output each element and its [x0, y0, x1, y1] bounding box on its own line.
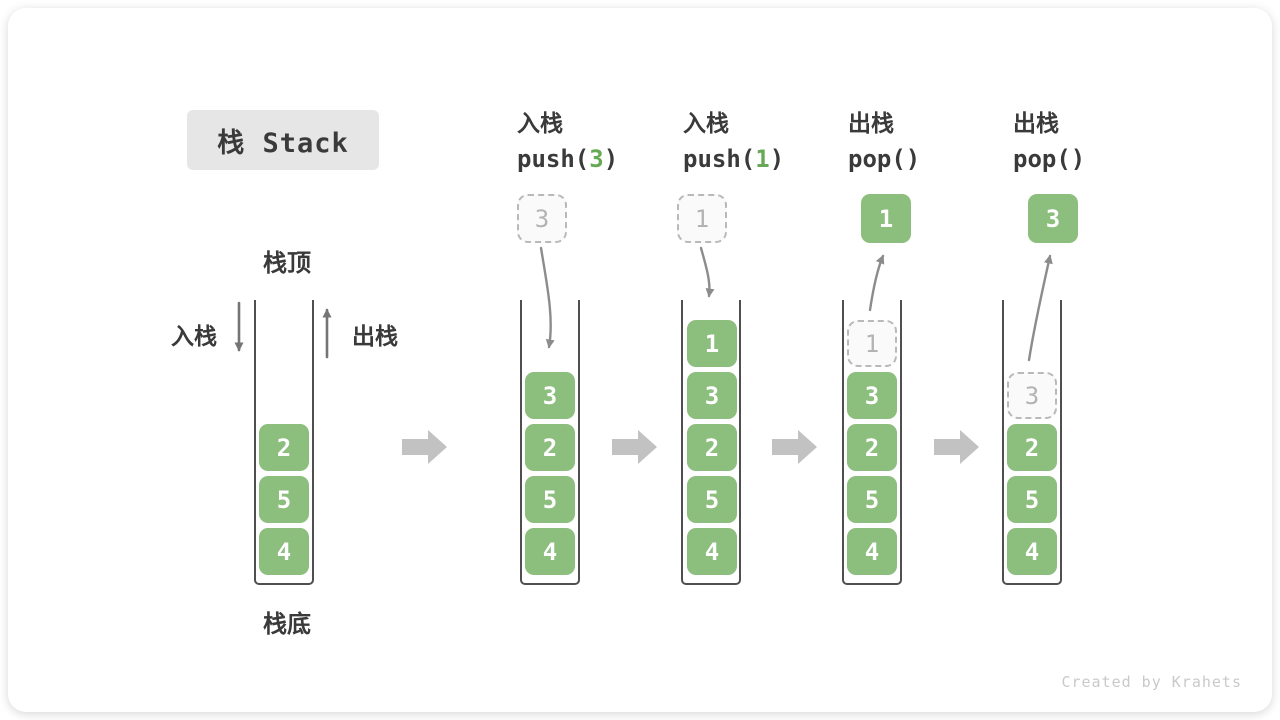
stack-cell: 3 — [525, 372, 575, 419]
floating-cell-push: 1 — [677, 194, 727, 243]
cell-value: 4 — [864, 537, 880, 566]
cell-value: 4 — [276, 537, 292, 566]
cell-value: 5 — [276, 485, 292, 514]
op-code: push(1) — [683, 145, 784, 173]
cell-value: 3 — [704, 381, 720, 410]
stack-outline-4 — [842, 300, 902, 585]
op-header-pop-1: 出栈 pop() — [848, 104, 920, 173]
stack-cell: 5 — [1007, 476, 1057, 523]
code-pre: pop() — [1013, 145, 1086, 173]
op-code: push(3) — [517, 145, 618, 173]
cell-value: 1 — [864, 329, 880, 358]
stack-outline-5 — [1002, 300, 1062, 585]
op-header-push-3: 入栈 push(3) — [517, 104, 618, 173]
cell-value: 1 — [694, 204, 710, 233]
stack-outline-2 — [520, 300, 580, 585]
stack-outline-3 — [681, 300, 741, 585]
code-post: ) — [769, 145, 785, 173]
stack-cell: 4 — [687, 528, 737, 575]
cell-value: 2 — [1024, 433, 1040, 462]
push-label: 入栈 — [171, 323, 217, 349]
cell-value: 3 — [542, 381, 558, 410]
cell-value: 5 — [542, 485, 558, 514]
cell-value: 5 — [1024, 485, 1040, 514]
cell-value: 3 — [864, 381, 880, 410]
stack-cell: 3 — [847, 372, 897, 419]
floating-cell-push: 3 — [517, 194, 567, 243]
stack-cell: 5 — [259, 476, 309, 523]
code-arg: 1 — [755, 145, 770, 173]
cell-value: 2 — [276, 433, 292, 462]
stack-cell-ghost: 3 — [1007, 372, 1057, 419]
cell-value: 3 — [1045, 204, 1061, 233]
cell-value: 4 — [542, 537, 558, 566]
op-header-pop-3: 出栈 pop() — [1013, 104, 1085, 173]
title-badge: 栈 Stack — [187, 110, 379, 170]
cell-value: 4 — [704, 537, 720, 566]
op-name: 入栈 — [517, 110, 563, 136]
cell-value: 2 — [704, 433, 720, 462]
stack-cell: 2 — [525, 424, 575, 471]
stack-outline-1 — [254, 300, 314, 585]
code-post: ) — [603, 145, 619, 173]
stack-cell: 5 — [687, 476, 737, 523]
op-header-push-1: 入栈 push(1) — [683, 104, 784, 173]
title-text: 栈 Stack — [217, 127, 349, 159]
cell-value: 5 — [864, 485, 880, 514]
op-code: pop() — [848, 145, 920, 173]
code-pre: push( — [683, 145, 756, 173]
code-pre: pop() — [848, 145, 921, 173]
pop-label: 出栈 — [352, 323, 398, 349]
cell-value: 1 — [878, 204, 894, 233]
stack-cell: 3 — [687, 372, 737, 419]
op-code: pop() — [1013, 145, 1085, 173]
stack-cell: 4 — [847, 528, 897, 575]
stack-cell: 2 — [259, 424, 309, 471]
code-pre: push( — [517, 145, 590, 173]
cell-value: 2 — [864, 433, 880, 462]
stack-top-label: 栈顶 — [263, 250, 311, 277]
cell-value: 2 — [542, 433, 558, 462]
stack-cell: 4 — [1007, 528, 1057, 575]
cell-value: 4 — [1024, 537, 1040, 566]
watermark: Created by Krahets — [1061, 673, 1242, 691]
op-name: 出栈 — [1013, 110, 1059, 136]
op-name: 出栈 — [848, 110, 894, 136]
cell-value: 1 — [704, 329, 720, 358]
stack-cell: 5 — [525, 476, 575, 523]
stack-cell: 2 — [1007, 424, 1057, 471]
floating-cell-pop: 1 — [861, 194, 911, 243]
code-arg: 3 — [589, 145, 604, 173]
cell-value: 3 — [1024, 381, 1040, 410]
stack-cell: 4 — [525, 528, 575, 575]
floating-cell-pop: 3 — [1028, 194, 1078, 243]
stack-cell: 1 — [687, 320, 737, 367]
stack-cell: 5 — [847, 476, 897, 523]
cell-value: 3 — [534, 204, 550, 233]
stack-cell: 2 — [847, 424, 897, 471]
stack-cell-ghost: 1 — [847, 320, 897, 367]
stack-cell: 2 — [687, 424, 737, 471]
stack-cell: 4 — [259, 528, 309, 575]
cell-value: 5 — [704, 485, 720, 514]
op-name: 入栈 — [683, 110, 729, 136]
stack-bottom-label: 栈底 — [263, 611, 311, 638]
